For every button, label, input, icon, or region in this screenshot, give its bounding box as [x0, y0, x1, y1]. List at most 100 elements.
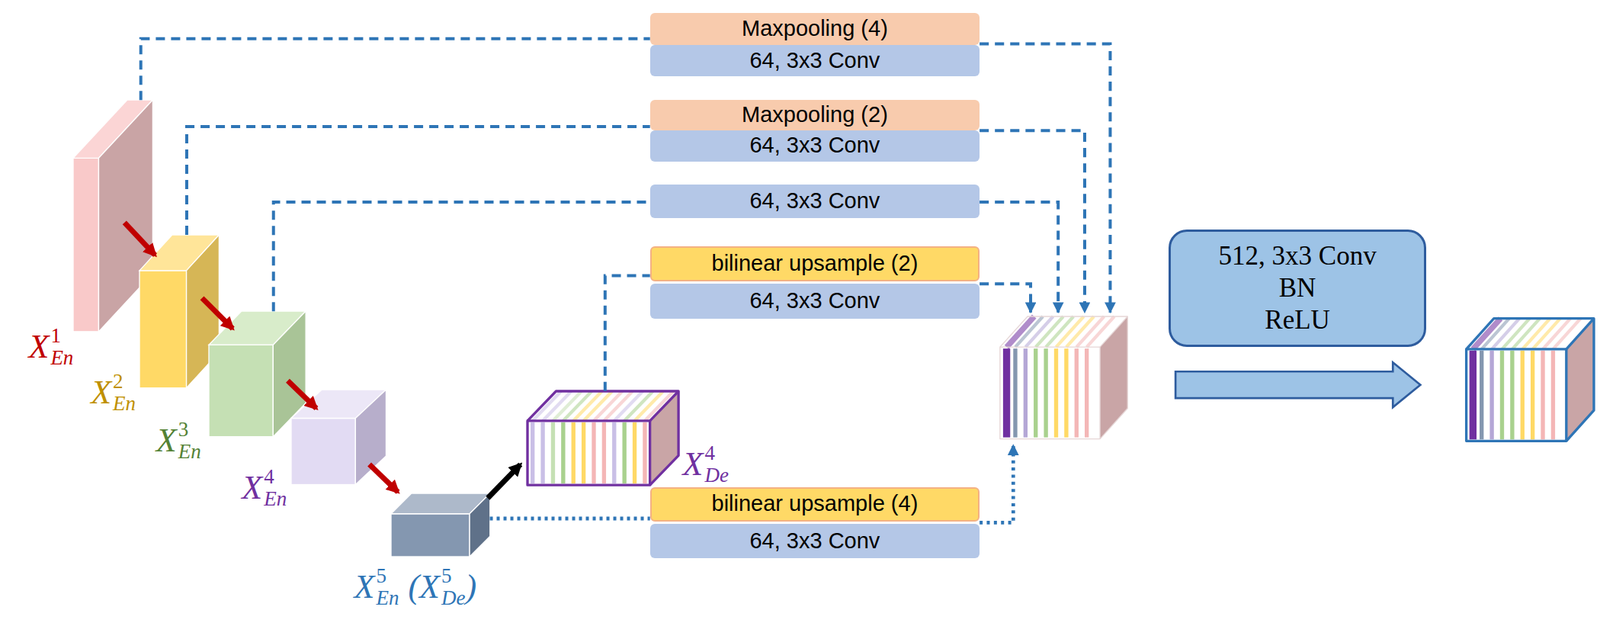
block-arrow	[1175, 362, 1421, 408]
channel-stripe	[1043, 348, 1048, 437]
tensor-label: X2En	[90, 371, 136, 414]
channel-stripe	[1084, 348, 1089, 437]
channel-stripe	[602, 422, 607, 484]
subscript: En	[263, 488, 287, 510]
cube-front	[1466, 349, 1567, 441]
script-stack: 1En	[50, 325, 74, 369]
operation-band: 64, 3x3 Conv	[650, 523, 980, 559]
feature-map: X5En(X5De)	[391, 493, 491, 557]
subscript: De	[704, 464, 728, 486]
channel-stripe	[1540, 350, 1545, 440]
cube-shape	[291, 389, 386, 485]
operation-text: 512, 3x3 Conv	[1218, 240, 1377, 273]
channel-stripe	[561, 422, 565, 484]
skip-connection	[186, 126, 651, 235]
script-stack: 5De	[441, 565, 465, 609]
tensor-symbol: (X	[407, 570, 440, 604]
channel-stripe	[530, 422, 535, 484]
operation-band: Maxpooling (4)	[650, 12, 980, 45]
channel-stripe	[540, 422, 545, 484]
channel-stripe	[1510, 350, 1514, 440]
channel-stripe	[1003, 348, 1011, 437]
feature-map: X4En	[291, 389, 386, 485]
operation-text: ReLU	[1264, 304, 1331, 337]
skip-connection-line	[979, 44, 1110, 313]
cube-shape	[208, 311, 306, 437]
cube-shape	[391, 493, 491, 557]
cube-front	[73, 157, 99, 332]
channel-stripe	[612, 422, 616, 484]
subscript: En	[178, 441, 202, 462]
superscript: 2	[112, 371, 136, 392]
operation-text: 64, 3x3 Conv	[749, 133, 880, 158]
operation-band: 64, 3x3 Conv	[650, 283, 980, 319]
channel-stripe	[644, 391, 674, 421]
cube-front	[291, 418, 356, 485]
cube-side	[1566, 318, 1594, 442]
skip-connection-line	[979, 202, 1059, 313]
subscript: De	[441, 587, 465, 609]
channel-stripe	[1023, 348, 1028, 437]
channel-stripe	[1500, 350, 1504, 440]
channel-stripe	[591, 422, 596, 484]
tensor-label: X3En	[156, 419, 202, 462]
subscript: En	[112, 393, 136, 414]
feature-map: X1En	[73, 99, 153, 332]
channel-stripe	[622, 422, 627, 484]
script-stack: 5En	[375, 565, 399, 609]
channel-stripe	[1013, 348, 1017, 437]
decoder-arrow	[487, 464, 521, 498]
channel-stripe	[551, 422, 555, 484]
skip-connection	[605, 275, 651, 391]
superscript: 3	[178, 419, 202, 440]
cube-side	[1099, 316, 1128, 440]
cube-shape	[73, 99, 153, 332]
channel-stripe	[632, 422, 637, 484]
cube-front	[1000, 346, 1100, 439]
superscript: 1	[50, 325, 74, 347]
operation-text: bilinear upsample (2)	[711, 251, 919, 276]
concatenated-feature-map	[1000, 316, 1128, 440]
operation-text: 64, 3x3 Conv	[749, 529, 880, 554]
superscript: 4	[704, 442, 728, 464]
tensor-label: X4De	[682, 442, 729, 486]
feature-map: X4De	[527, 391, 679, 485]
cube-shape	[139, 234, 219, 388]
cube-outline	[1566, 318, 1594, 350]
operation-band: 64, 3x3 Conv	[650, 44, 980, 77]
operation-band: bilinear upsample (4)	[650, 487, 980, 523]
channel-stripe	[1064, 348, 1068, 437]
operation-text: Maxpooling (2)	[741, 102, 889, 128]
superscript: 5	[441, 565, 465, 587]
channel-stripe	[581, 422, 586, 484]
cube-outline	[1466, 318, 1594, 442]
feature-map: X2En	[139, 234, 219, 388]
tensor-symbol: X	[28, 330, 49, 364]
operation-text: bilinear upsample (4)	[711, 491, 919, 517]
tensor-symbol: X	[682, 447, 704, 481]
cube-outline	[527, 420, 651, 485]
cube-outline	[527, 391, 679, 485]
script-stack: 4En	[263, 466, 287, 510]
tensor-label: X4En	[241, 466, 287, 510]
channel-stripe	[1033, 348, 1038, 437]
channel-stripe	[571, 422, 576, 484]
channel-stripe	[1054, 348, 1059, 437]
channel-stripe	[1469, 350, 1477, 440]
cube-outline	[1099, 316, 1128, 347]
channel-stripe	[1551, 350, 1556, 440]
operation-text: 64, 3x3 Conv	[749, 48, 880, 74]
channel-stripe	[1520, 350, 1525, 440]
cube-outline	[1000, 316, 1128, 440]
cube-front	[391, 513, 470, 556]
channel-stripe	[1530, 350, 1535, 440]
skip-connection	[490, 516, 651, 521]
operation-band: 64, 3x3 Conv	[650, 130, 980, 161]
cube-shape	[527, 391, 679, 485]
cube-front	[208, 344, 273, 437]
operation-text: 64, 3x3 Conv	[749, 288, 880, 314]
tensor-symbol: )	[464, 570, 477, 604]
cube-front	[527, 420, 651, 485]
operation-band: bilinear upsample (2)	[650, 246, 980, 283]
